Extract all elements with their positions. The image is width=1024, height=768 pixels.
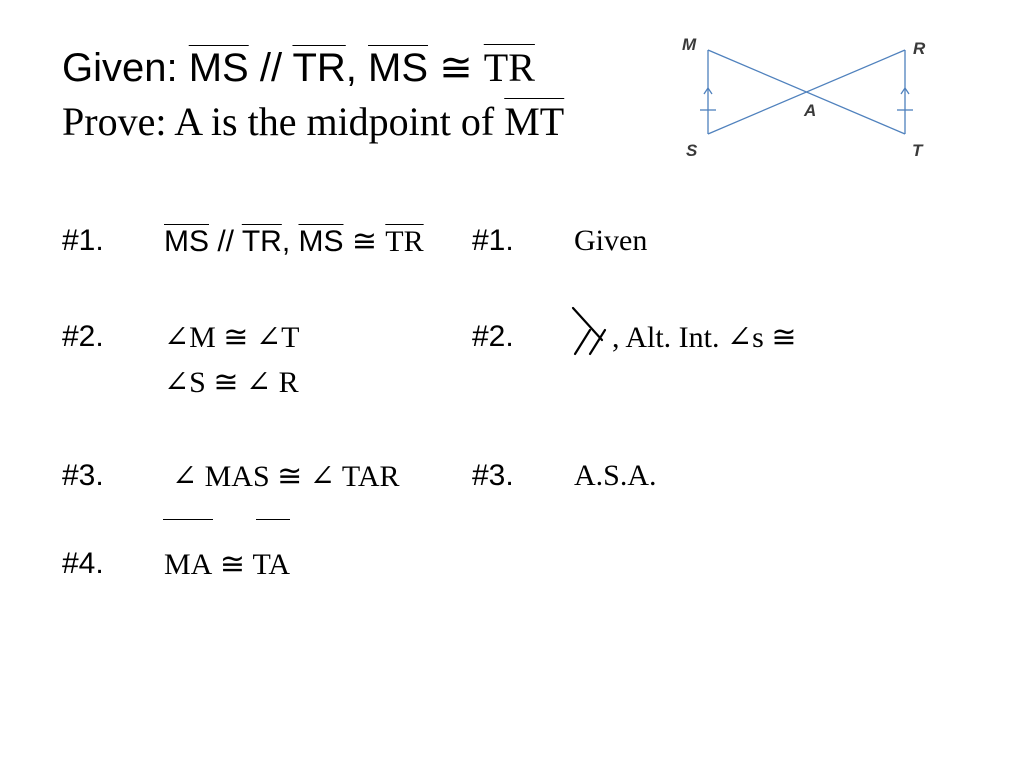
overline-bar-ma [163, 519, 213, 520]
proof-row-2-number: #2. [62, 320, 104, 353]
congruent-symbol: ≅ [428, 46, 484, 90]
label-t: T [912, 141, 924, 160]
proof-row-2-reason-number: #2. [472, 320, 514, 353]
proof-row-1-number: #1. [62, 224, 104, 257]
bowtie-diagram: M R A S T [682, 35, 926, 160]
overline-bar-ta [256, 519, 290, 520]
proof-row-2-reason: , Alt. Int. ∠s ≅ [612, 321, 797, 354]
segment-tr: TR [292, 46, 346, 90]
proof-row-1-reason-number: #1. [472, 224, 514, 257]
parallel-lines-symbol [571, 306, 607, 356]
segment-sr-line [707, 49, 906, 135]
proof-row-4-statement: MA ≅ TA [164, 547, 290, 582]
segment-tr: TR [385, 225, 424, 258]
parallel-arrow-left [703, 86, 713, 95]
segment-tr: TR [483, 45, 535, 90]
comma: , [281, 225, 299, 258]
proof-row-3-statement: ∠ MAS ≅ ∠ TAR [172, 460, 400, 493]
proof-row-2-statement-line-1: ∠M ≅ ∠T [164, 321, 300, 354]
parallel-arrow-right [900, 86, 910, 95]
parallel-symbol: // [248, 46, 293, 90]
proof-row-3-reason: A.S.A. [574, 459, 657, 492]
segment-ms: MS [368, 46, 429, 90]
segment-tr: TR [241, 225, 282, 258]
segment-ms: MS [298, 225, 344, 258]
congruent-symbol: ≅ [343, 225, 386, 258]
segment-ms: MS [164, 225, 209, 258]
given-statement: Given: MS // TR, MS ≅ TR [62, 44, 535, 91]
proof-row-1-statement: MS // TR, MS ≅ TR [164, 224, 424, 259]
label-a: A [803, 101, 816, 120]
segment-ma: MA [164, 548, 213, 581]
parallel-symbol: // [209, 225, 242, 258]
proof-row-3-reason-number: #3. [472, 459, 514, 492]
segment-ms: MS [188, 46, 249, 90]
proof-row-2-statement-line-2: ∠S ≅ ∠ R [164, 366, 299, 399]
segment-ta: TA [252, 548, 291, 581]
prove-prefix: Prove: A is the midpoint of [62, 99, 505, 144]
proof-row-3-number: #3. [62, 459, 104, 492]
label-m: M [682, 35, 697, 54]
comma: , [345, 46, 369, 90]
label-r: R [913, 39, 926, 58]
congruent-symbol: ≅ [212, 548, 253, 581]
segment-mt: MT [504, 99, 565, 144]
prove-statement: Prove: A is the midpoint of MT [62, 98, 564, 145]
given-prefix: Given: [62, 46, 189, 90]
label-s: S [686, 141, 698, 160]
proof-row-4-number: #4. [62, 547, 104, 580]
proof-row-1-reason: Given [574, 224, 648, 257]
